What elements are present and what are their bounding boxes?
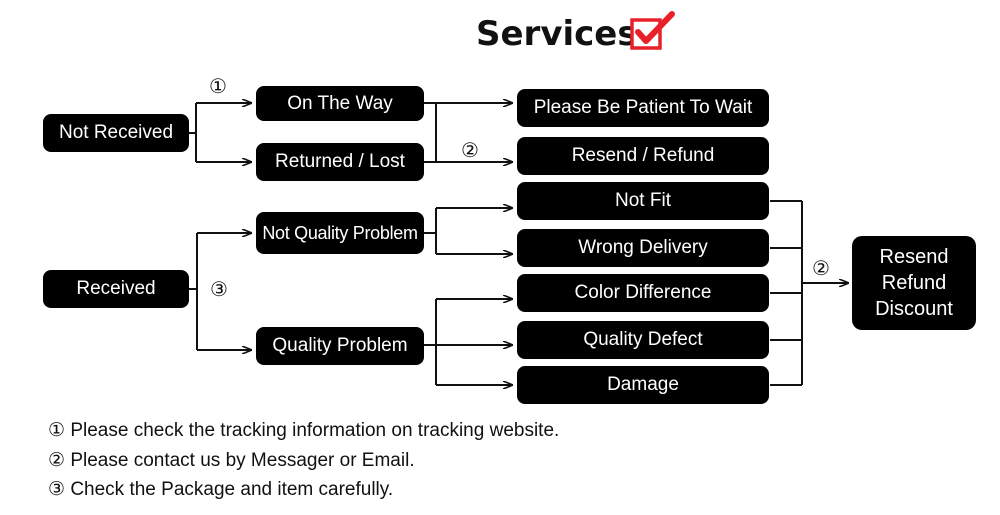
node-not-received: Not Received [43,114,189,152]
node-not-fit: Not Fit [517,182,769,220]
final-line-discount: Discount [875,298,953,320]
note-three-number: ③ [48,478,66,500]
connector-collector [770,200,803,386]
node-received: Received [43,270,189,308]
marker-two-top: ② [461,138,479,162]
node-please-be-patient: Please Be Patient To Wait [517,89,769,127]
connector-not-received-split [188,103,197,162]
node-final-outcome: Resend Refund Discount [852,236,976,330]
red-checkbox-icon [630,11,675,50]
node-wrong-delivery: Wrong Delivery [517,229,769,267]
node-returned-lost: Returned / Lost [256,143,424,181]
marker-one: ① [209,74,227,98]
note-one-text: Please check the tracking information on… [70,420,560,441]
page-title: Services [476,14,638,54]
node-on-the-way: On The Way [256,86,424,121]
note-two: ② Please contact us by Messager or Email… [48,448,415,473]
node-resend-refund: Resend / Refund [517,137,769,175]
note-three-text: Check the Package and item carefully. [70,479,394,500]
final-line-refund: Refund [881,272,947,294]
note-three: ③ Check the Package and item carefully. [48,477,393,502]
note-two-text: Please contact us by Messager or Email. [70,450,415,471]
connector-not-quality-split [424,208,437,254]
node-damage: Damage [517,366,769,404]
note-one-number: ① [48,419,66,441]
marker-two-right: ② [812,256,830,280]
node-not-quality-problem: Not Quality Problem [256,212,424,254]
final-line-resend: Resend [879,246,949,268]
marker-three: ③ [210,277,228,301]
note-one: ① Please check the tracking information … [48,418,559,443]
node-color-difference: Color Difference [517,274,769,312]
connector-received-split [188,233,198,350]
node-quality-problem: Quality Problem [256,327,424,365]
note-two-number: ② [48,449,66,471]
connector-quality-split [424,299,437,385]
node-quality-defect: Quality Defect [517,321,769,359]
connector-status-split [424,102,437,163]
